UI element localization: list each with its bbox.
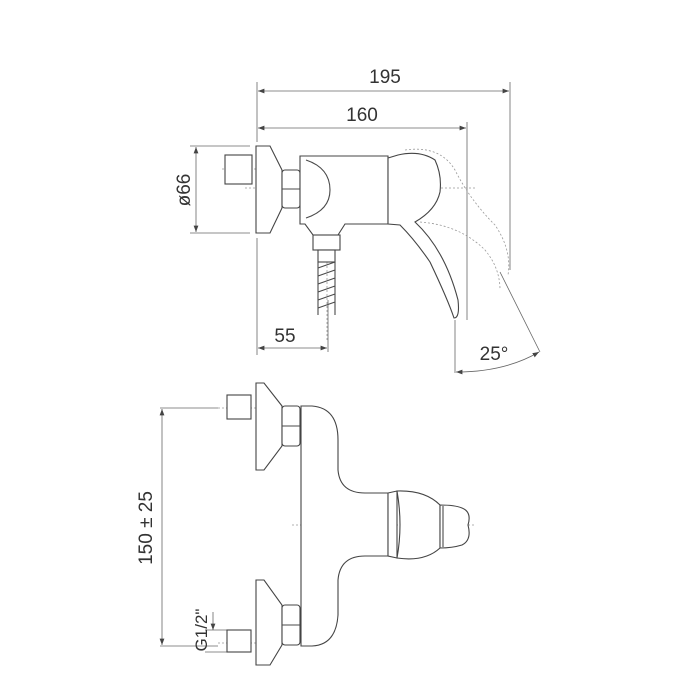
upper-inlet-fitting (226, 394, 252, 420)
inlet-fitting (224, 154, 253, 185)
thread-label: G1/2" (192, 609, 211, 652)
lower-flange (255, 579, 283, 666)
lever-handle (387, 152, 460, 319)
valve-body (299, 155, 389, 236)
handle-cap (439, 504, 470, 549)
upper-flange (255, 382, 283, 471)
angle-label: 25° (480, 344, 509, 365)
lower-inlet-fitting (226, 629, 252, 653)
front-view: 150 ± 25 G1/2" (136, 382, 475, 666)
dim-150-label: 150 ± 25 (136, 491, 157, 565)
hose-thread (317, 261, 336, 315)
dim-diameter-label: ø66 (174, 174, 195, 207)
angle-arc (455, 351, 540, 375)
dim-55-label: 55 (274, 326, 295, 347)
dim-160-label: 160 (346, 105, 378, 126)
mixer-body (300, 405, 389, 647)
side-view: 195 160 ø66 55 25° (174, 67, 541, 375)
handle-knob (396, 490, 441, 560)
wall-flange (255, 145, 283, 234)
dim-195-label: 195 (369, 67, 401, 88)
outlet-nut (312, 234, 341, 251)
